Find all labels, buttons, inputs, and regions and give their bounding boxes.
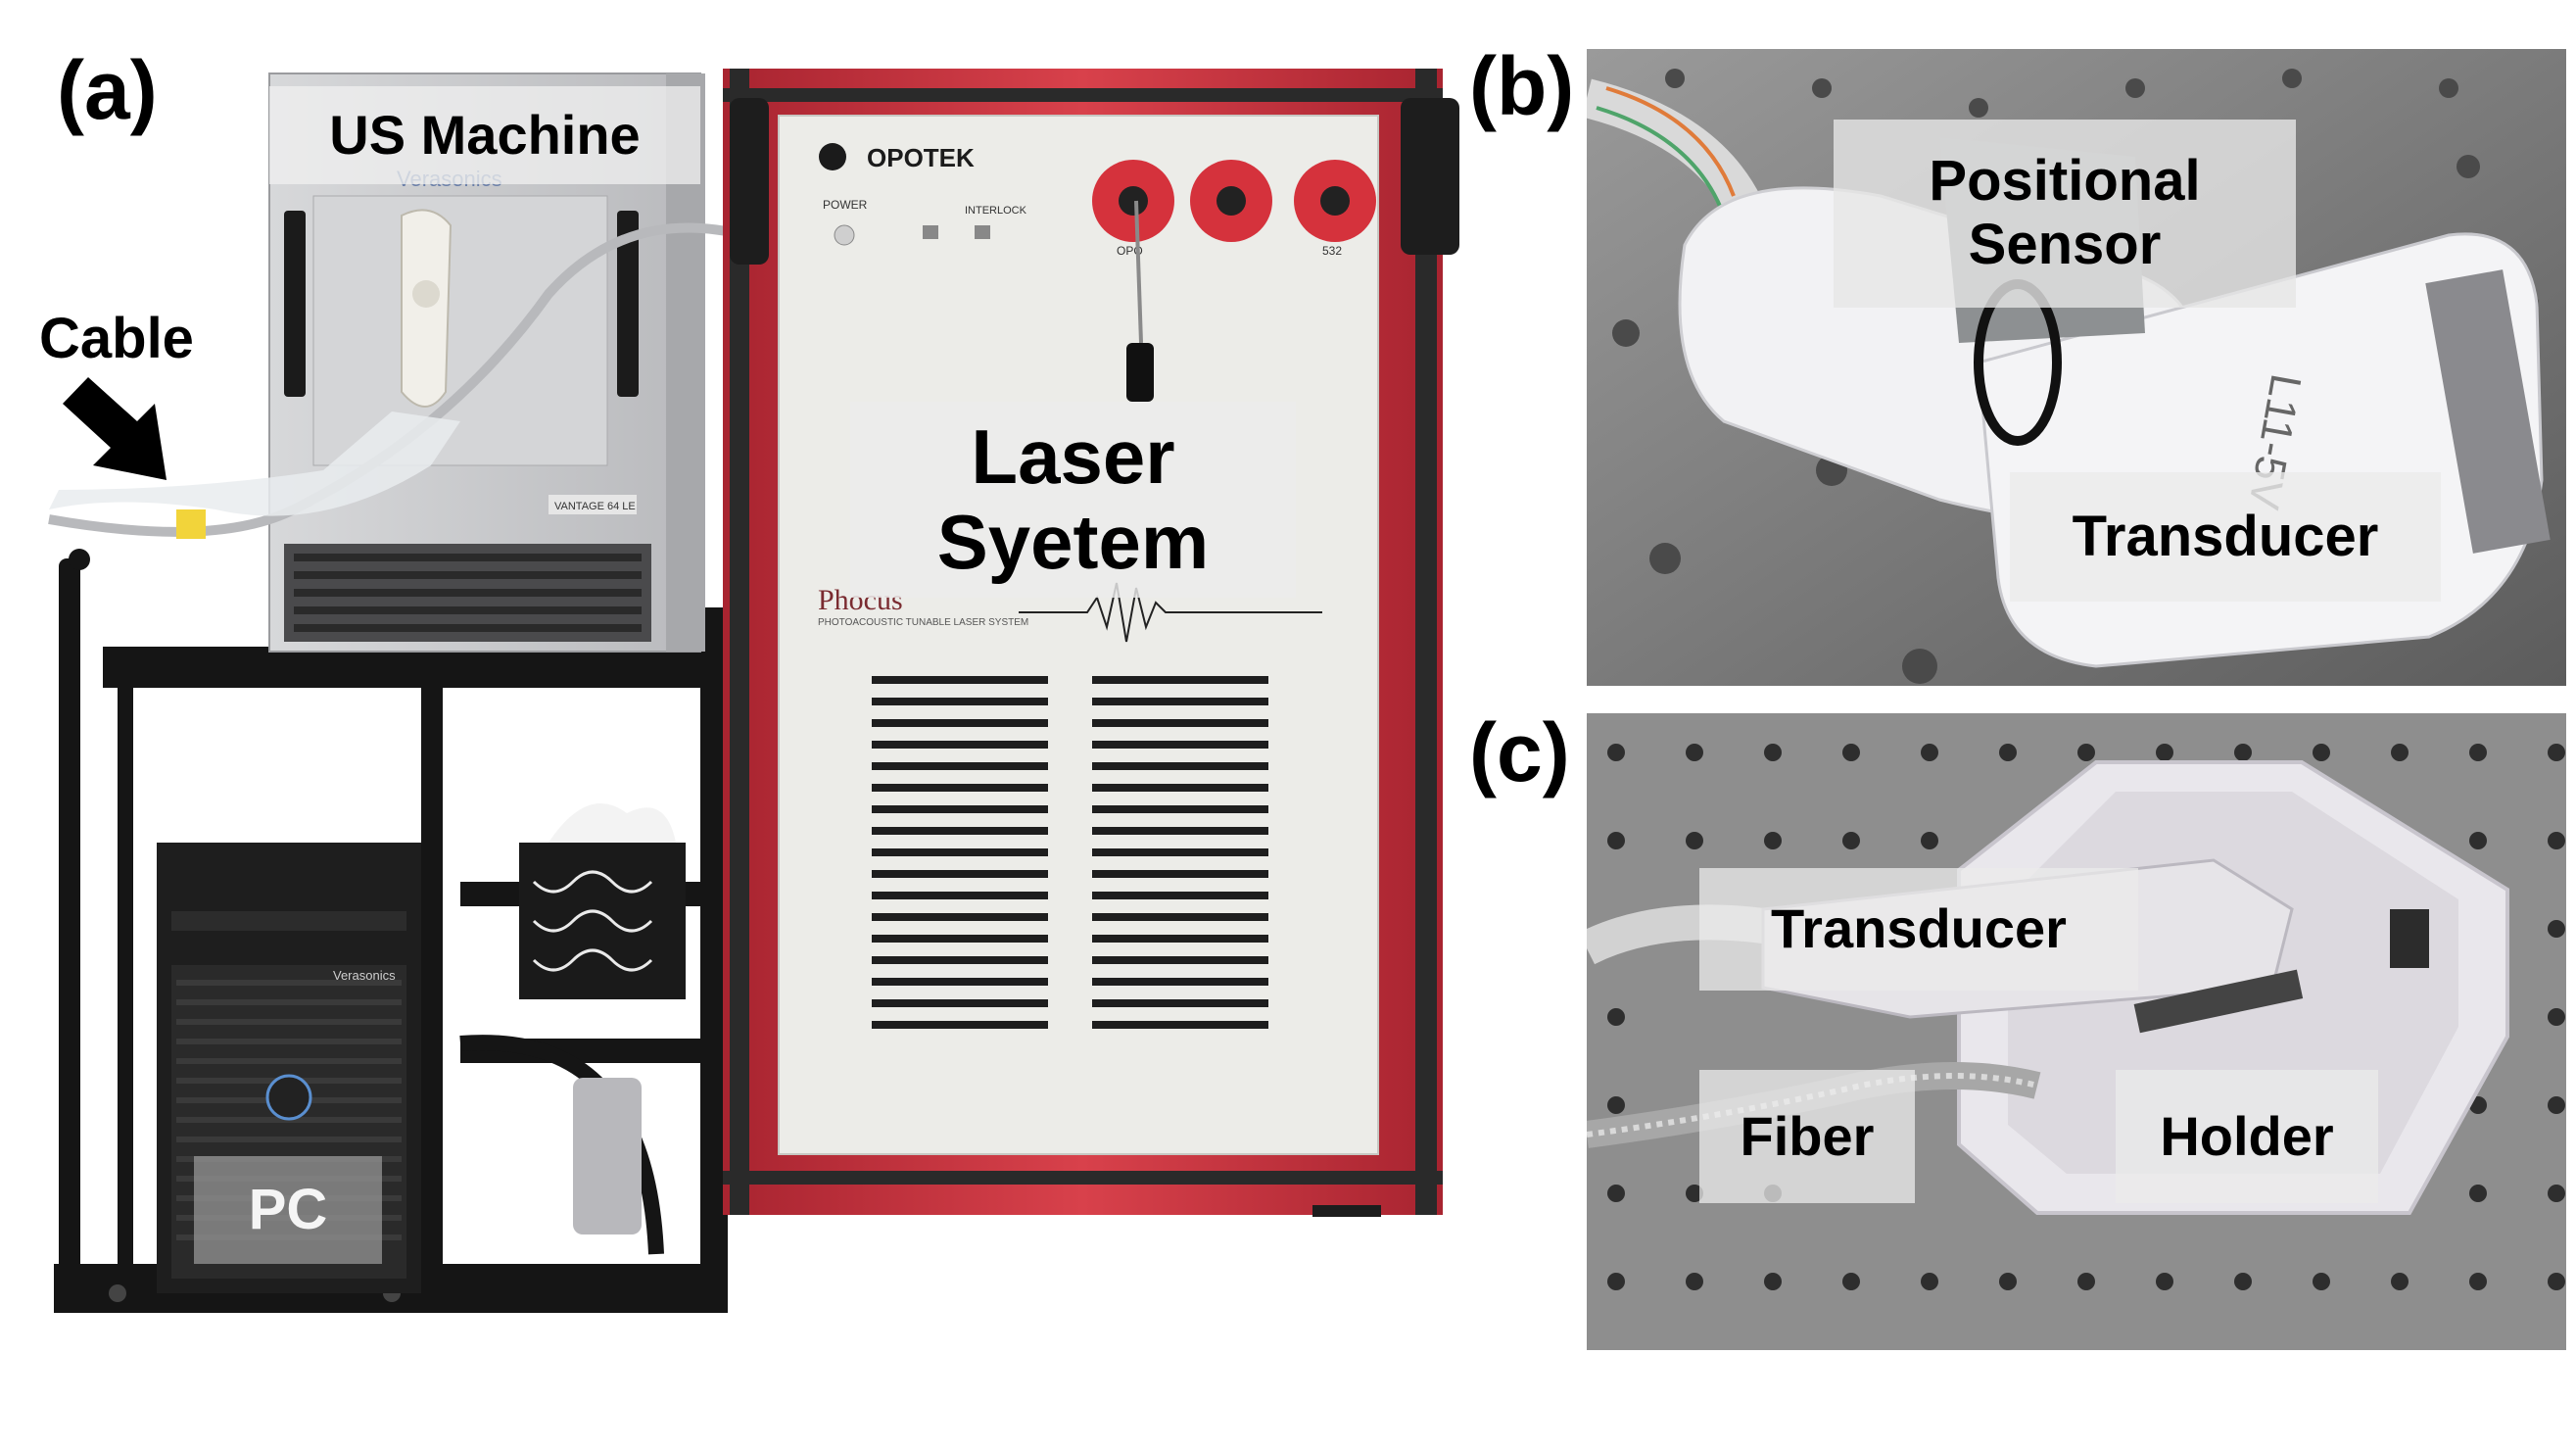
callout-positional-sensor: Positional Sensor bbox=[1834, 120, 2296, 308]
cable-arrow bbox=[63, 377, 167, 480]
interlock-text: INTERLOCK bbox=[965, 205, 1027, 217]
callout-transducer-c: Transducer bbox=[1699, 868, 2138, 991]
panel-label-c: (c) bbox=[1469, 706, 1570, 799]
panel-label-b: (b) bbox=[1469, 40, 1575, 132]
power-strip bbox=[573, 1078, 642, 1234]
port-532-text: 532 bbox=[1322, 244, 1342, 258]
callout-transducer-b: Transducer bbox=[2010, 472, 2441, 602]
opotek-text: OPOTEK bbox=[867, 143, 975, 172]
panel-a: Verasonics Ve bbox=[39, 44, 1459, 1313]
laser-system: OPOTEK POWER INTERLOCK OPO 532 Phocus PH… bbox=[723, 69, 1459, 1217]
panel-c-photo bbox=[1587, 713, 2566, 1350]
label-cable: Cable bbox=[39, 307, 194, 370]
phocus-sub-text: PHOTOACOUSTIC TUNABLE LASER SYSTEM bbox=[818, 617, 1028, 628]
panel-c: Transducer Fiber Holder bbox=[1587, 713, 2566, 1350]
laser-line-1: Laser bbox=[971, 412, 1175, 500]
tissue-box bbox=[519, 803, 686, 999]
sensor-line-2: Sensor bbox=[1968, 213, 2162, 276]
breadboard-holes-c bbox=[1607, 744, 2565, 1290]
callout-pc: PC bbox=[194, 1156, 382, 1264]
panel-a-photo: Verasonics Ve bbox=[48, 69, 1459, 1313]
panel-label-a: (a) bbox=[57, 44, 158, 136]
vantage-text: VANTAGE 64 LE bbox=[554, 501, 636, 512]
panel-b: L11-5V Positional Sensor Transducer bbox=[1587, 49, 2566, 686]
power-text: POWER bbox=[823, 198, 868, 212]
pc-brand-text: Verasonics bbox=[333, 968, 396, 983]
callout-us-machine: US Machine bbox=[269, 86, 700, 184]
sensor-line-1: Positional bbox=[1929, 149, 2201, 214]
laser-vents bbox=[872, 676, 1268, 1029]
callout-fiber: Fiber bbox=[1699, 1070, 1915, 1203]
callout-holder: Holder bbox=[2116, 1070, 2378, 1203]
laser-line-2: Syetem bbox=[936, 499, 1210, 585]
callout-laser-system: Laser Syetem bbox=[850, 402, 1296, 598]
